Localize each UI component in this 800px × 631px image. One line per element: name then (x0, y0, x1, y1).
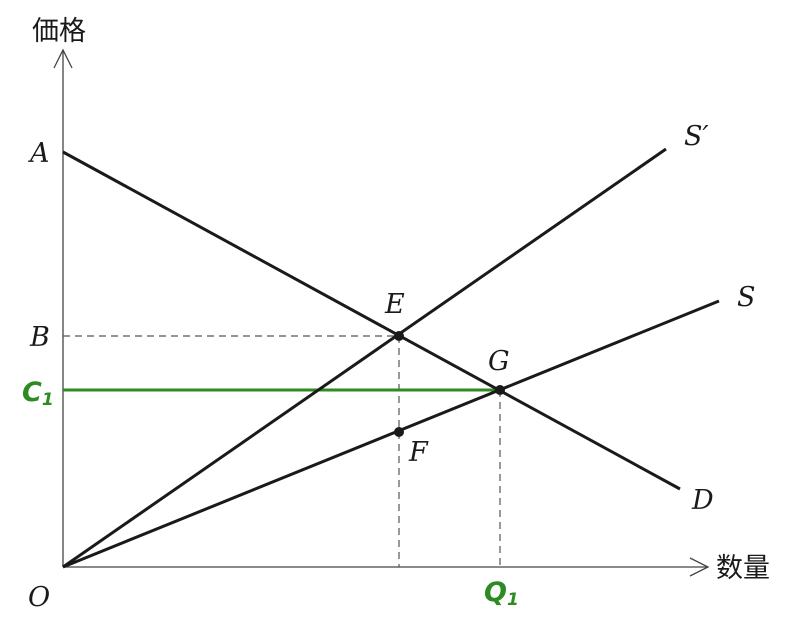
x-axis-label: 数量 (716, 553, 770, 584)
label-F: F (408, 437, 429, 468)
label-S: S (737, 282, 756, 313)
label-C1-main: C (22, 377, 42, 408)
label-A: A (27, 138, 50, 169)
label-C1-sub: 1 (42, 390, 54, 410)
label-Q1-sub: 1 (507, 590, 519, 610)
point-F (394, 427, 404, 437)
label-G: G (488, 346, 510, 377)
label-B: B (29, 322, 50, 353)
supply-line-S (62, 299, 720, 569)
label-C1: C1 (22, 377, 54, 410)
supply-line-S-prime (62, 147, 667, 569)
label-E: E (384, 289, 405, 320)
point-E (394, 331, 404, 341)
label-Q1: Q1 (484, 577, 519, 610)
label-Q1-main: Q (484, 577, 507, 608)
origin-label: O (28, 582, 50, 613)
demand-line-D (62, 150, 681, 491)
y-axis-arrowhead (53, 48, 73, 69)
label-S-prime: S′ (684, 121, 709, 152)
point-G (495, 385, 505, 395)
label-D: D (691, 485, 714, 516)
y-axis-label: 価格 (32, 16, 86, 47)
x-axis-arrowhead (689, 557, 710, 577)
